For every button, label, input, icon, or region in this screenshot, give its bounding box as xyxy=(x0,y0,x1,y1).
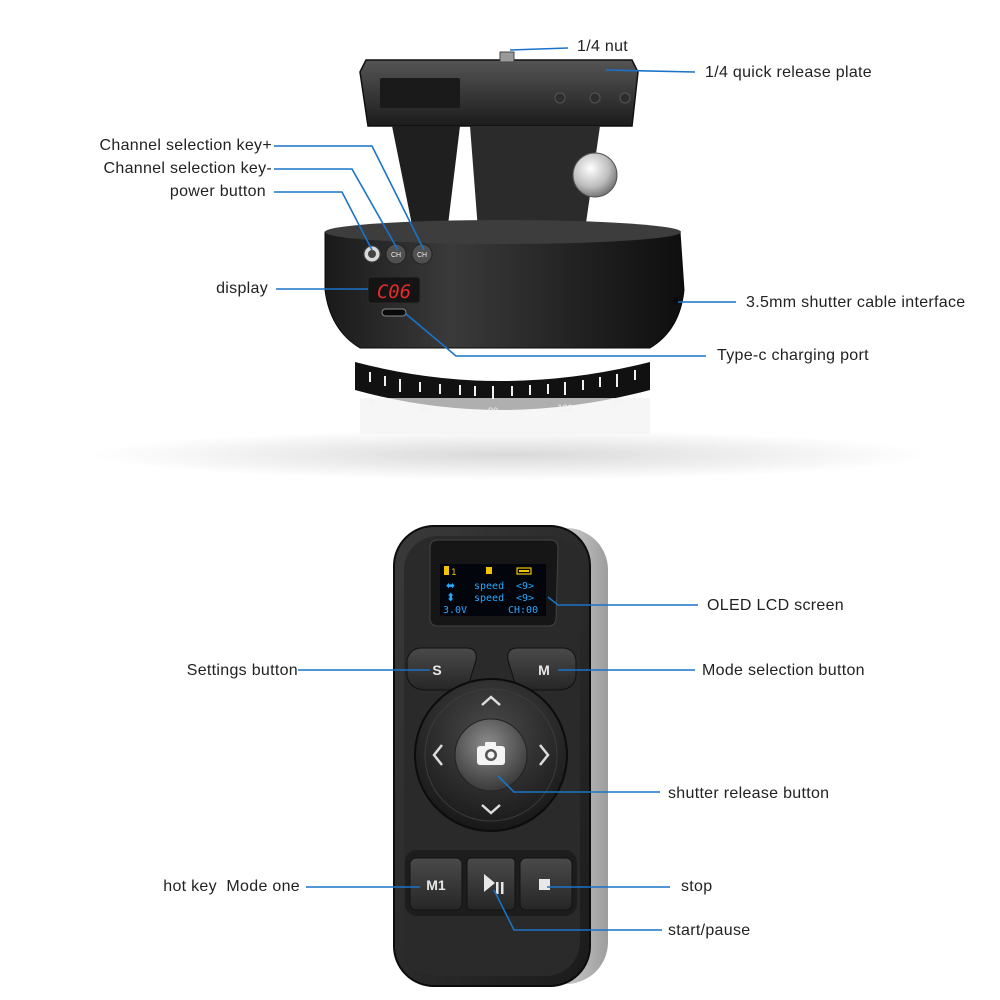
label-hotkey-mode-one: hot key Mode one xyxy=(163,878,300,895)
label-start-pause: start/pause xyxy=(668,922,751,939)
oled-channel-icon xyxy=(444,566,449,575)
stop-icon xyxy=(539,879,550,890)
plate-slot xyxy=(380,78,460,108)
settings-button[interactable] xyxy=(406,647,477,691)
oled-battery-fill xyxy=(519,570,529,572)
oled-lock-icon xyxy=(486,567,492,574)
channel-minus-key[interactable] xyxy=(385,243,407,265)
led-display xyxy=(367,276,421,304)
plate-screw xyxy=(589,92,601,104)
channel-plus-key[interactable] xyxy=(411,243,433,265)
tilt-arm xyxy=(470,126,600,230)
label-display: display xyxy=(216,280,268,297)
oled-screen[interactable] xyxy=(440,564,546,616)
leader-plate xyxy=(605,69,696,73)
tripod-stem xyxy=(360,398,650,434)
label-settings-button: Settings button xyxy=(186,662,298,679)
oled-channel: CH:00 xyxy=(508,605,538,616)
right-arrow-icon[interactable] xyxy=(539,744,550,766)
oled-battery-icon xyxy=(516,567,532,575)
shutter-cable-port xyxy=(673,297,679,303)
oled-row2-value: <9> xyxy=(516,593,534,604)
leader-ch-plus xyxy=(274,145,425,251)
tilt-lock-knob xyxy=(572,152,618,198)
mode-key-text: M xyxy=(538,662,550,678)
direction-pad-ring xyxy=(424,688,558,822)
play-pause-icon xyxy=(484,874,504,894)
label-nut: 1/4 nut xyxy=(577,38,629,55)
leader-power xyxy=(274,191,373,251)
oled-row1-value: <9> xyxy=(516,581,534,592)
quick-release-plate xyxy=(359,59,639,127)
leader-lines xyxy=(274,47,736,931)
leader-typec xyxy=(405,313,706,357)
label-channel-minus: Channel selection key- xyxy=(103,160,272,177)
hotkey-m1-text: M1 xyxy=(426,877,446,893)
ch-plus-text: CH xyxy=(417,252,427,259)
label-mode-selection-button: Mode selection button xyxy=(702,662,865,679)
leader-nut xyxy=(509,47,569,51)
label-typec-port: Type-c charging port xyxy=(717,347,869,364)
label-shutter-cable-interface: 3.5mm shutter cable interface xyxy=(746,294,966,311)
oled-arrows-ud-icon: ⬍ xyxy=(446,591,455,604)
plate-screw xyxy=(619,92,631,104)
settings-key-text: S xyxy=(432,662,441,678)
leader-oled xyxy=(547,596,698,606)
display-readout: C06 xyxy=(377,281,411,303)
label-oled-screen: OLED LCD screen xyxy=(707,597,844,614)
remote-control: 1 ⬌ speed <9> ⬍ speed <9> 3.0V CH:00 S M xyxy=(393,525,608,987)
floor-shadow xyxy=(90,430,930,480)
down-arrow-icon[interactable] xyxy=(481,804,501,815)
base-top-rim xyxy=(325,220,681,244)
label-shutter-release-button: shutter release button xyxy=(668,785,830,802)
plate-screw xyxy=(554,92,566,104)
oled-row2-label: speed xyxy=(474,593,504,604)
hotkey-mode-one-button[interactable] xyxy=(409,857,463,911)
left-arrow-icon[interactable] xyxy=(432,744,443,766)
dial-pointer xyxy=(420,362,430,370)
oled-arrows-lr-icon: ⬌ xyxy=(446,579,455,592)
label-power-button: power button xyxy=(169,183,266,200)
oled-channel-indicator: 1 xyxy=(451,568,456,578)
oled-row1-label: speed xyxy=(474,581,504,592)
ch-minus-text: CH xyxy=(391,252,401,259)
leader-shutter xyxy=(497,775,660,793)
oled-voltage: 3.0V xyxy=(443,605,467,616)
dial-ticks xyxy=(369,370,636,399)
leader-ch-minus xyxy=(274,168,399,251)
camera-icon xyxy=(477,742,505,765)
label-channel-plus: Channel selection key+ xyxy=(99,137,272,154)
leader-start-pause xyxy=(493,889,662,931)
label-quick-release-plate: 1/4 quick release plate xyxy=(705,64,873,81)
quarter-inch-nut xyxy=(499,51,515,63)
tilt-arm xyxy=(392,126,460,225)
power-button-inner xyxy=(368,250,376,258)
typec-port xyxy=(381,308,407,317)
pan-tilt-head: CH CH C06 30 60 90 120 150 xyxy=(90,51,930,480)
up-arrow-icon[interactable] xyxy=(481,695,501,706)
label-stop: stop xyxy=(681,878,713,895)
